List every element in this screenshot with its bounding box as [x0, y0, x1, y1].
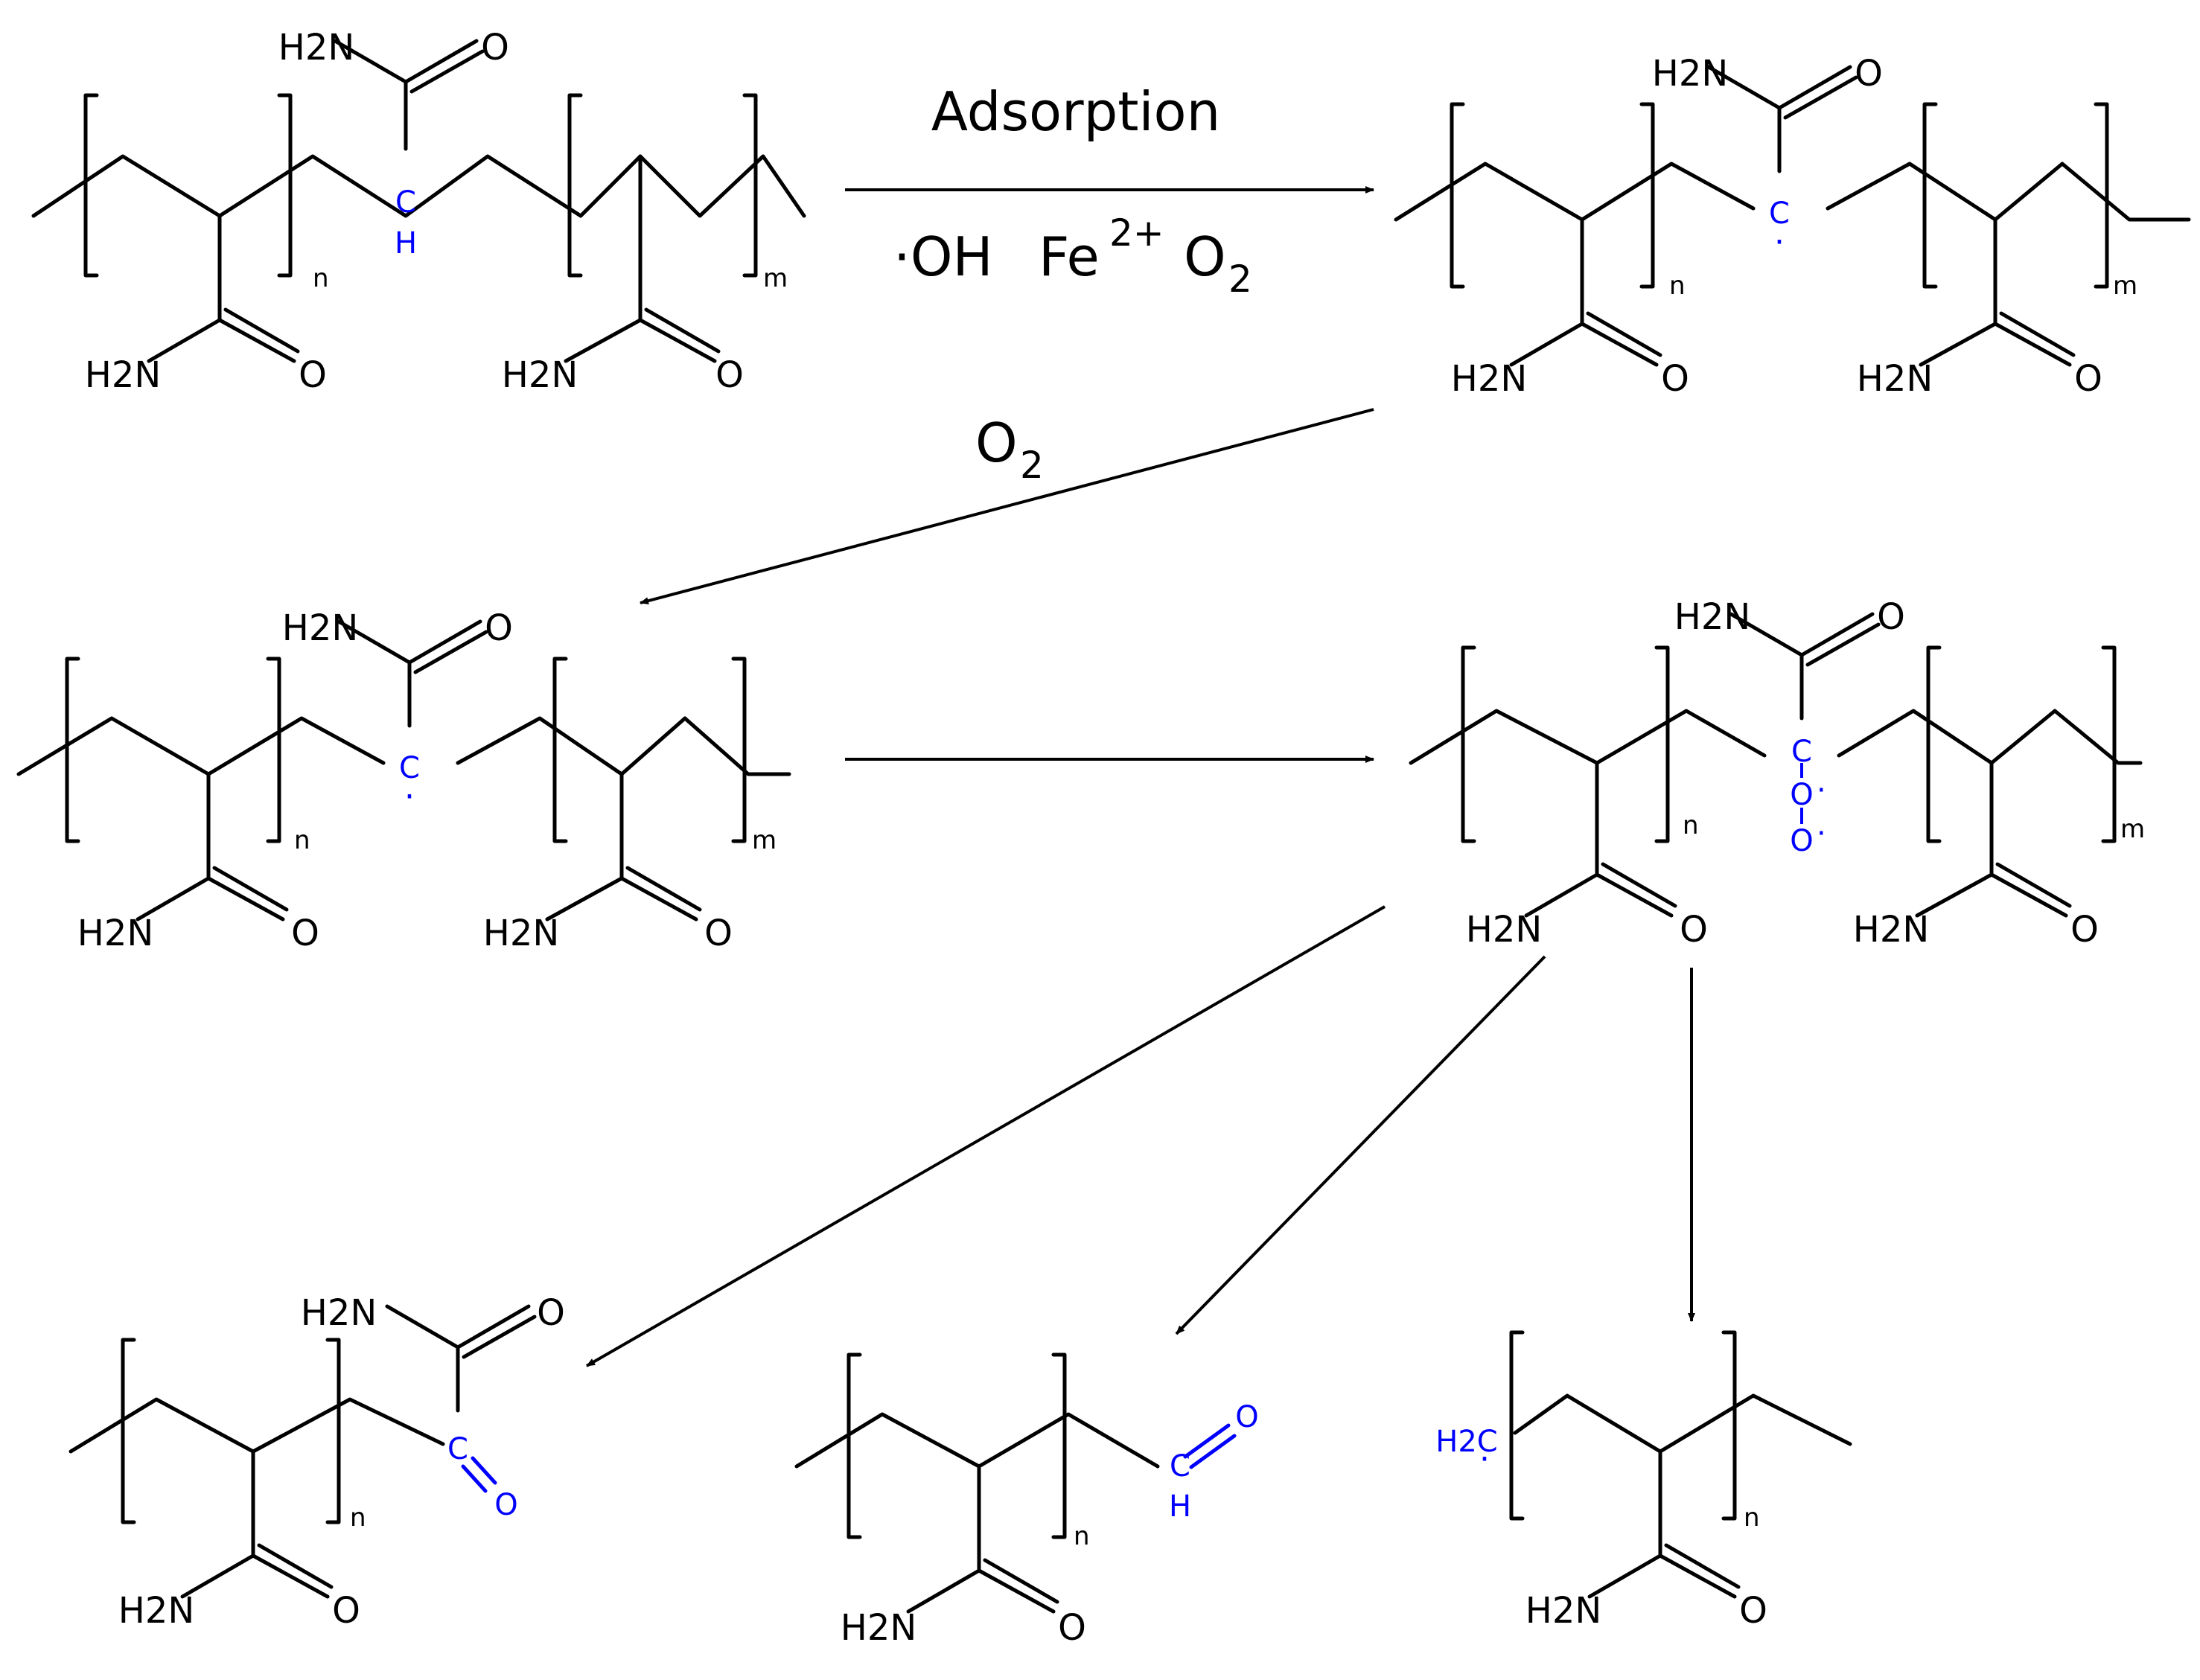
- carbon-radical-label: C: [1769, 197, 1790, 231]
- polymer-structure-7: H2C · H2N O n: [1435, 1330, 1852, 1632]
- condition-oxygen: O: [975, 412, 1018, 474]
- radical-dot: ·: [1817, 773, 1826, 808]
- amide-nh2-label: H2N: [1674, 596, 1751, 638]
- carbonyl-o-label: O: [2074, 358, 2102, 400]
- condition-hydroxyl-radical: ·OH: [893, 226, 993, 288]
- polymer-structure-5: C O H2N O H2N O n: [68, 1292, 565, 1632]
- repeat-index-n: n: [294, 825, 310, 855]
- hydrogen-label: H: [395, 226, 417, 261]
- aldehyde-o-label: O: [1235, 1400, 1258, 1434]
- carbonyl-o-label: O: [332, 1590, 360, 1632]
- repeat-index-n: n: [1074, 1521, 1090, 1551]
- condition-iron: Fe: [1039, 226, 1100, 288]
- carbonyl-o-label: O: [299, 354, 327, 396]
- carbon-label: C: [395, 185, 416, 220]
- carbonyl-o-label: O: [1680, 909, 1708, 951]
- aldehyde-c-label: C: [1170, 1449, 1190, 1483]
- amide-nh2-label: H2N: [278, 27, 355, 68]
- radical-dot: ·: [1479, 1440, 1490, 1478]
- polymer-structure-3: C · H2N O H2N O H2N O n m: [16, 607, 791, 954]
- ketone-o-label: O: [494, 1488, 517, 1522]
- carbonyl-o-label: O: [1058, 1607, 1086, 1649]
- polymer-structure-6: C H O H2N O n: [794, 1352, 1259, 1649]
- carbon-radical-label: C: [399, 751, 420, 785]
- amide-nh2-label: H2N: [1525, 1590, 1602, 1632]
- carbonyl-o-label: O: [1661, 358, 1689, 400]
- carbonyl-o-label: O: [715, 354, 744, 396]
- polymer-structure-1: C H H2N O H2N O H2N O n m: [31, 27, 806, 396]
- radical-dot: ·: [404, 778, 415, 816]
- amide-nh2-label: H2N: [118, 1590, 195, 1632]
- amide-nh2-label: H2N: [1652, 53, 1729, 95]
- carbon-label: C: [1791, 735, 1812, 769]
- amide-nh2-label: H2N: [841, 1607, 917, 1649]
- polymer-structure-2: C · H2N O H2N O H2N O n m: [1394, 53, 2191, 400]
- repeat-index-m: m: [752, 825, 777, 855]
- carbonyl-o-label: O: [1855, 53, 1883, 95]
- carbonyl-o-label: O: [291, 913, 319, 954]
- amide-nh2-label: H2N: [502, 354, 578, 396]
- condition-adsorption: Adsorption: [931, 80, 1220, 143]
- condition-oxygen-subscript: 2: [1228, 258, 1252, 301]
- amide-nh2-label: H2N: [301, 1292, 377, 1334]
- repeat-index-n: n: [350, 1503, 366, 1533]
- radical-dot: ·: [1817, 817, 1826, 851]
- arrow-oxygen-addition: [640, 408, 1374, 605]
- carbonyl-o-label: O: [537, 1292, 565, 1334]
- carbonyl-o-label: O: [485, 607, 513, 649]
- peroxy-o-radical-label: O: [1790, 824, 1813, 858]
- amide-nh2-label: H2N: [77, 913, 154, 954]
- amide-nh2-label: H2N: [1451, 358, 1528, 400]
- arrow-to-aldehyde: [1175, 955, 1546, 1335]
- condition-oxygen: O: [1184, 226, 1226, 288]
- methylene-radical-label: H2C: [1435, 1425, 1497, 1459]
- peroxy-o-label: O: [1790, 778, 1813, 812]
- amide-nh2-label: H2N: [1857, 358, 1933, 400]
- amide-nh2-label: H2N: [1853, 909, 1930, 951]
- carbonyl-c-label: C: [447, 1432, 468, 1466]
- amide-nh2-label: H2N: [85, 354, 162, 396]
- condition-oxygen-subscript: 2: [1020, 444, 1044, 487]
- repeat-index-n: n: [1683, 811, 1699, 840]
- repeat-index-m: m: [2113, 271, 2137, 301]
- repeat-index-m: m: [763, 264, 788, 293]
- carbonyl-o-label: O: [1739, 1590, 1767, 1632]
- carbonyl-o-label: O: [704, 913, 733, 954]
- repeat-index-n: n: [313, 264, 329, 293]
- amide-nh2-label: H2N: [1466, 909, 1543, 951]
- repeat-index-m: m: [2120, 814, 2145, 844]
- amide-nh2-label: H2N: [483, 913, 560, 954]
- carbonyl-o-label: O: [1877, 596, 1905, 638]
- polymer-structure-4: C O O · · H2N O H2N O H2N O n m: [1409, 596, 2145, 951]
- repeat-index-n: n: [1669, 271, 1686, 301]
- carbonyl-o-label: O: [481, 27, 509, 68]
- aldehyde-h-label: H: [1169, 1489, 1191, 1524]
- condition-iron-charge: 2+: [1109, 211, 1164, 255]
- carbonyl-o-label: O: [2070, 909, 2099, 951]
- radical-dot: ·: [1774, 223, 1785, 261]
- amide-nh2-label: H2N: [282, 607, 359, 649]
- repeat-index-n: n: [1744, 1503, 1760, 1533]
- arrow-to-ketone: [586, 905, 1386, 1367]
